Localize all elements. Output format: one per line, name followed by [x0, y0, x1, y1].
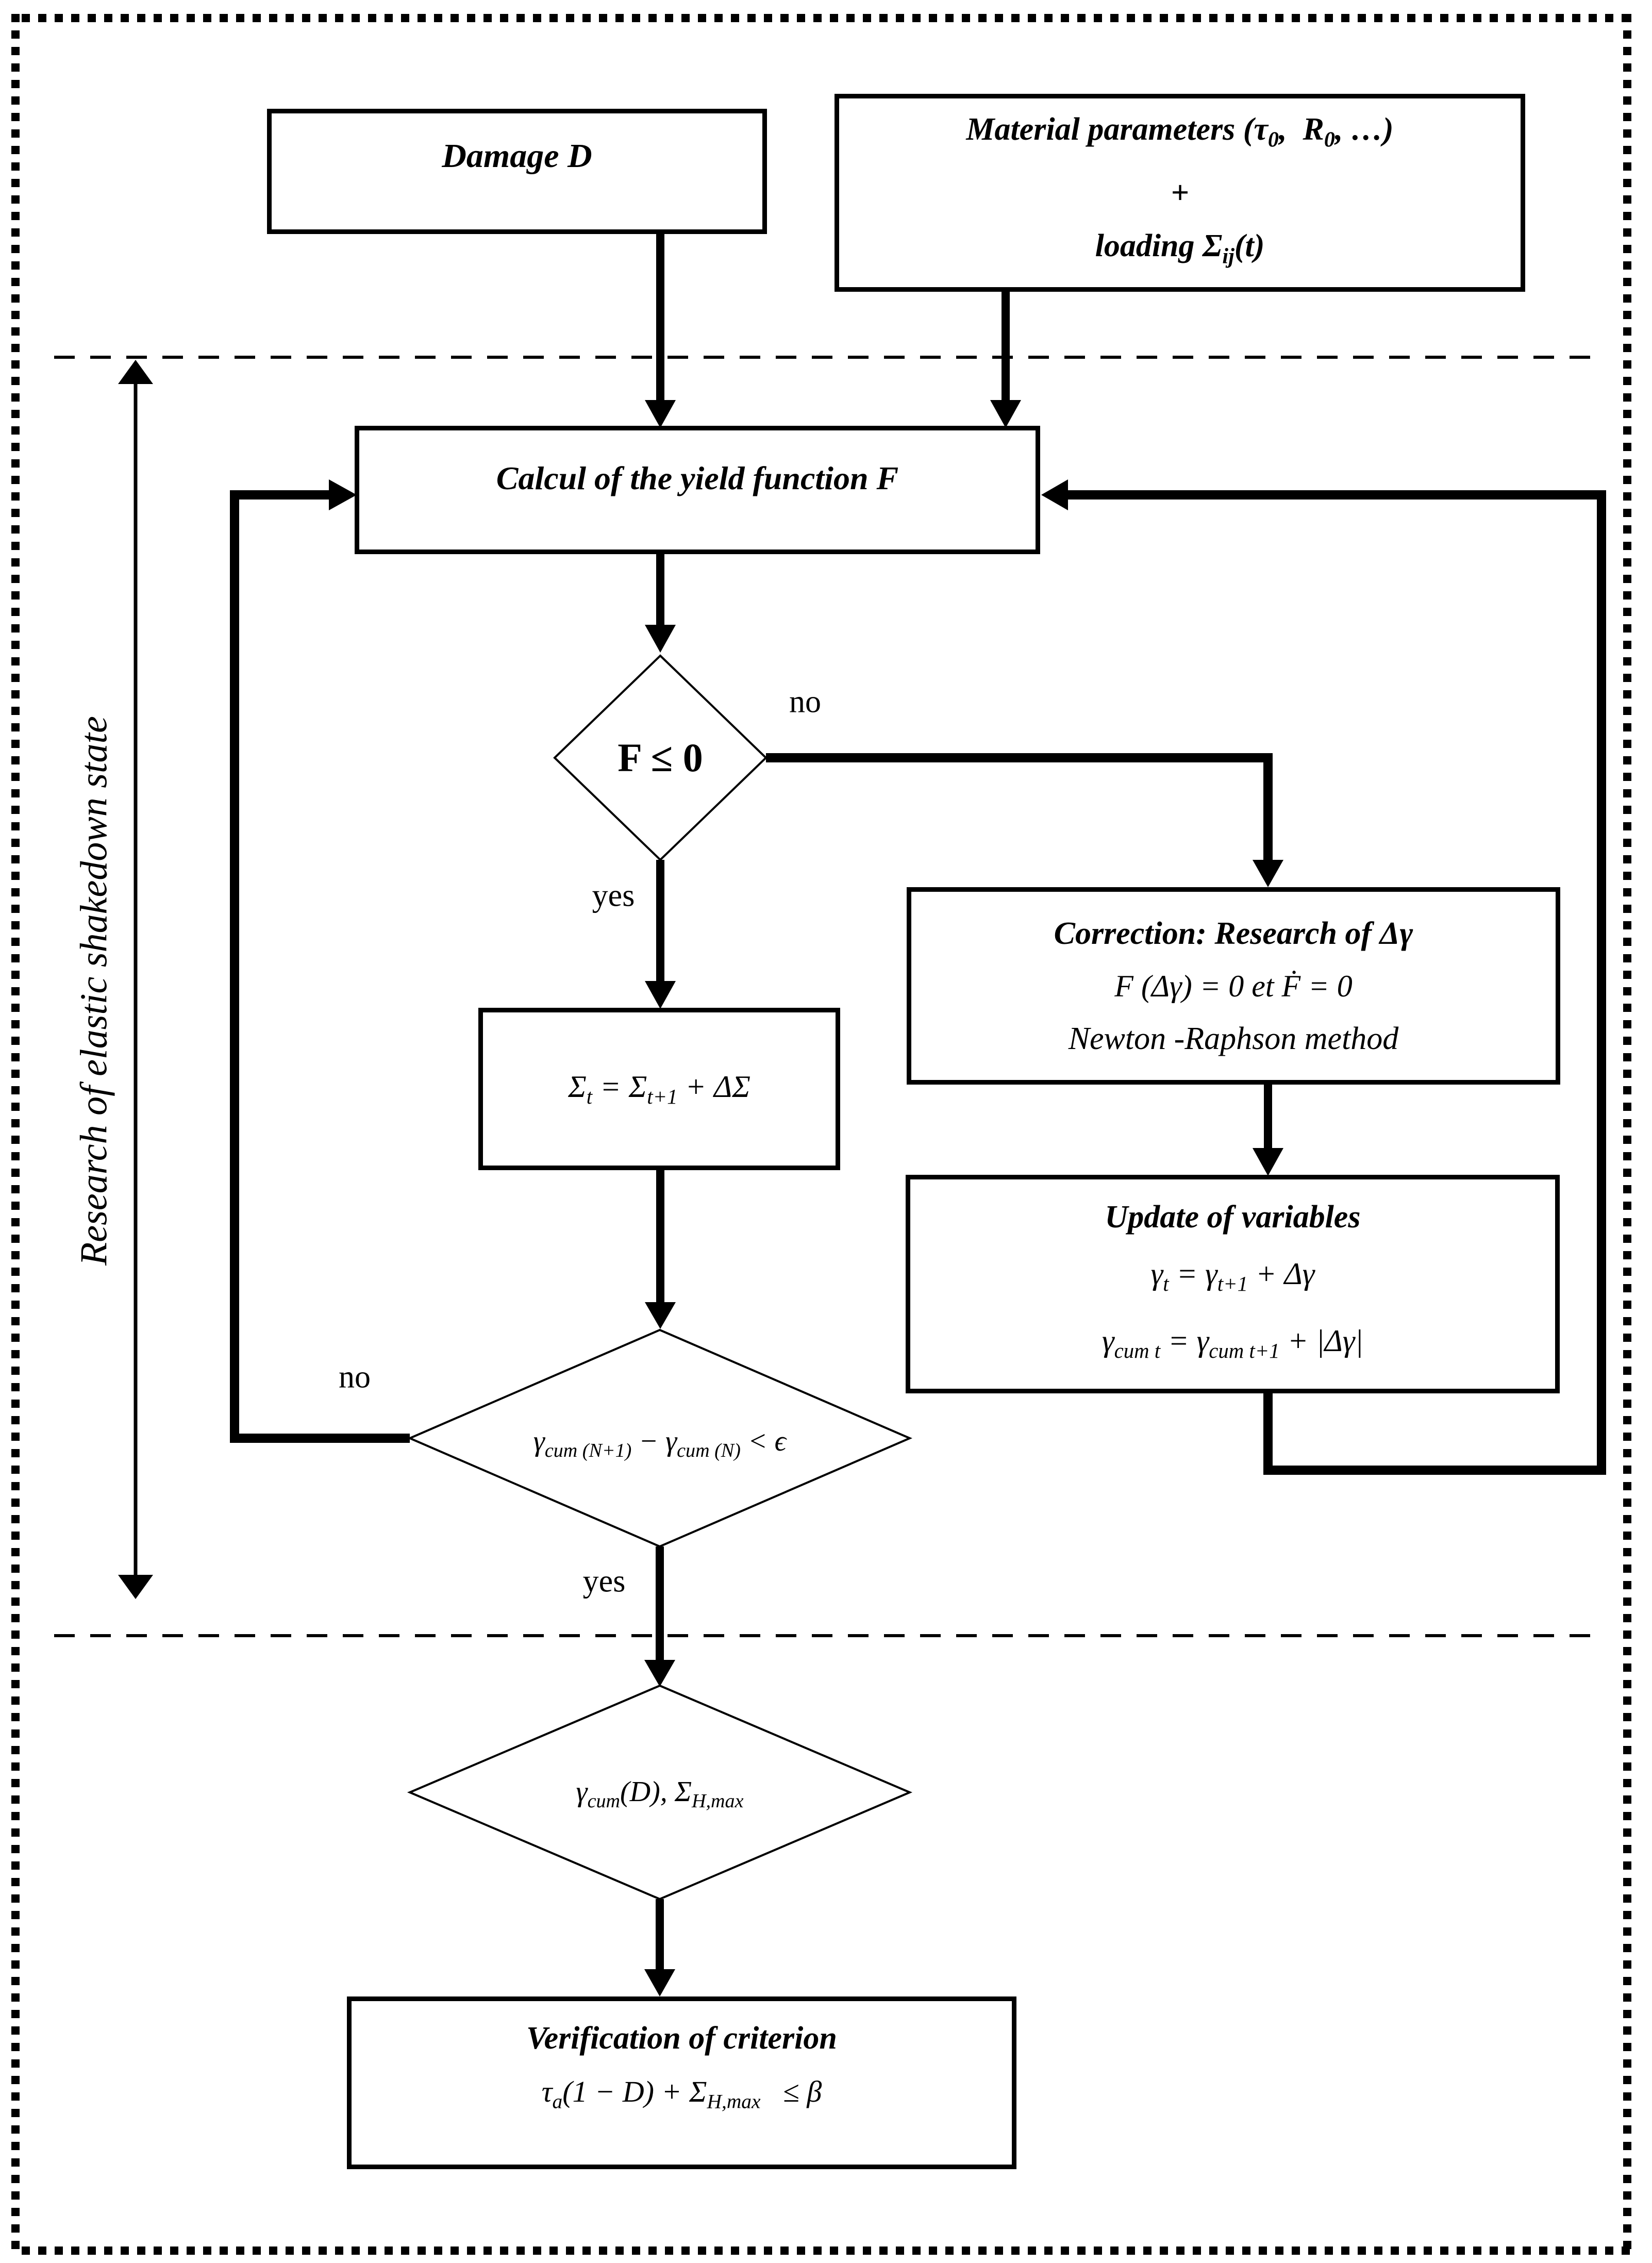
page-border-right-dots: [1623, 14, 1631, 2254]
calcul-box: Calcul of the yield function F: [355, 426, 1040, 554]
calcul-label: Calcul of the yield function F: [496, 460, 899, 496]
verification-box: Verification of criterion τa(1 − D) + ΣH…: [347, 1996, 1016, 2169]
arrow-sigma-to-decision2-head: [645, 1302, 676, 1329]
material-line-plus: +: [1171, 175, 1189, 210]
correction-equation: F (Δγ) = 0 et Ḟ = 0: [1114, 969, 1353, 1003]
update-return-arrow-head: [1041, 479, 1068, 510]
damage-label: Damage D: [442, 137, 592, 175]
arrow-material-to-calcul-head: [990, 400, 1021, 428]
update-title: Update of variables: [1105, 1200, 1361, 1235]
shakedown-range-arrow-bottom: [118, 1575, 153, 1599]
no-branch-arrow-head: [1253, 860, 1283, 887]
decision-f-diamond: [553, 654, 767, 861]
shakedown-range-arrow-top: [118, 360, 153, 384]
material-line-loading: loading Σij(t): [1095, 228, 1265, 268]
yes-branch-arrow-head: [645, 981, 676, 1009]
decision-gamma-diamond: [407, 1328, 913, 1548]
correction-method: Newton -Raphson method: [1068, 1021, 1399, 1056]
arrow-output-to-verification-head: [644, 1969, 675, 1996]
update-equation-gamma: γt = γt+1 + Δγ: [1150, 1257, 1315, 1295]
label-yes-1: yes: [592, 878, 635, 913]
update-box: Update of variables γt = γt+1 + Δγ γcum …: [906, 1175, 1560, 1393]
sigma-equation: Σt = Σt+1 + ΔΣ: [568, 1070, 750, 1108]
decision-f-label: F ≤ 0: [618, 735, 703, 780]
label-no-2: no: [339, 1359, 371, 1395]
page-border-top-dots: [22, 14, 1630, 22]
correction-title: Correction: Research of Δγ: [1054, 916, 1413, 951]
update-equation-gamma-cum: γcum t = γcum t+1 + |Δγ|: [1102, 1324, 1364, 1362]
verification-criterion: τa(1 − D) + ΣH,max ≤ β: [541, 2075, 822, 2113]
page-border-left-dots: [11, 14, 20, 2254]
decision-gamma-label: γcum (N+1) − γcum (N) < ϵ: [533, 1425, 787, 1462]
side-axis-label: Research of elastic shakedown state: [73, 716, 115, 1266]
update-return-loop: [1064, 490, 1606, 1475]
label-yes-2: yes: [582, 1563, 626, 1599]
damage-box: Damage D: [267, 109, 767, 234]
page-border-bottom-dots: [22, 2247, 1630, 2255]
label-no-1: no: [789, 684, 821, 720]
material-box: Material parameters (τ0, R0, …) + loadin…: [835, 94, 1525, 292]
no-branch-connector: [766, 753, 1273, 862]
output-label: γcum(D), ΣH,max: [576, 1775, 744, 1812]
no2-return-arrow-head: [329, 479, 357, 510]
output-diamond: [407, 1684, 913, 1901]
correction-box: Correction: Research of Δγ F (Δγ) = 0 et…: [907, 887, 1560, 1085]
arrow-correction-to-update-head: [1253, 1148, 1283, 1176]
material-line-parameters: Material parameters (τ0, R0, …): [966, 112, 1394, 152]
yes2-branch-arrow-head: [644, 1660, 675, 1687]
arrow-damage-to-calcul-head: [645, 400, 676, 428]
no2-return-loop: [230, 490, 410, 1443]
arrow-calcul-to-decision-head: [645, 625, 676, 653]
sigma-box: Σt = Σt+1 + ΔΣ: [478, 1008, 840, 1170]
verification-title: Verification of criterion: [526, 2021, 837, 2056]
